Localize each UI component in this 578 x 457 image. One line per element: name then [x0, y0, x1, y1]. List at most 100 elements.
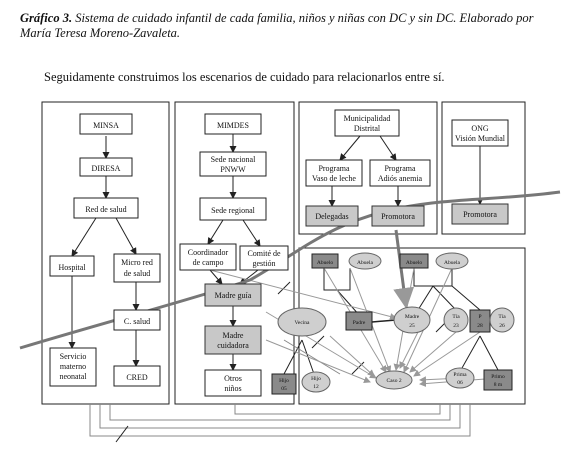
- servicio-label-3: neonatal: [59, 372, 87, 381]
- micro-red-label-1: Micro red: [121, 258, 153, 267]
- adios-anemia-label-2: Adiós anemia: [378, 174, 423, 183]
- adios-anemia-node: [369, 159, 431, 187]
- mimdes-label: MIMDES: [217, 121, 249, 130]
- caso-2-label: Caso 2: [386, 378, 401, 384]
- abuelo-2-label: Abuelo: [406, 260, 422, 266]
- primo-node: [483, 369, 513, 391]
- hospital-label: Hospital: [58, 263, 86, 272]
- hijo-12-label-2: 12: [313, 384, 319, 390]
- tia-23-node: [443, 307, 469, 333]
- comite-label-1: Comité de: [247, 249, 281, 258]
- caso-2-node: [375, 370, 413, 390]
- abuela-2-label: Abuela: [444, 260, 460, 266]
- promotora-ong-label: Promotora: [463, 210, 497, 219]
- prima-node: [445, 367, 475, 389]
- bottom-connectors: [89, 404, 471, 443]
- prima-label-2: 06: [457, 380, 463, 386]
- otros-ninos-label-2: niños: [224, 384, 241, 393]
- ong-node: [451, 119, 509, 147]
- madre-label-2: 25: [409, 323, 415, 329]
- hijo-12-node: [301, 371, 331, 393]
- servicio-node: [49, 347, 97, 387]
- tia-26-label-2: 26: [499, 323, 505, 329]
- figure-caption: Gráfico 3. Sistema de cuidado infantil d…: [20, 11, 565, 41]
- vecina-node: [277, 307, 327, 337]
- cred-node: [113, 365, 161, 387]
- figure-caption-text: Sistema de cuidado infantil de cada fami…: [20, 11, 534, 40]
- sede-regional-label: Sede regional: [211, 206, 256, 215]
- figure-label: Gráfico 3.: [20, 11, 73, 25]
- abuela-1-label: Abuela: [357, 260, 373, 266]
- tia-23-label-1: Tía: [452, 314, 460, 320]
- abuelo-1-node: [311, 253, 339, 269]
- red-salud-label: Red de salud: [85, 205, 126, 214]
- p28-label-2: 28: [477, 323, 483, 329]
- comite-label-2: gestión: [252, 259, 275, 268]
- primo-label-2: 8 m: [494, 382, 503, 388]
- sede-regional-node: [199, 197, 267, 221]
- abuela-2-node: [435, 252, 469, 270]
- madre-cuidadora-node: [204, 325, 262, 355]
- section-municipalidad-frame: [298, 101, 438, 235]
- mimdes-node: [204, 113, 262, 135]
- abuela-1-node: [348, 252, 382, 270]
- primo-label-1: Primo: [491, 374, 505, 380]
- madre-label-1: Madre: [405, 314, 420, 320]
- padre-node: [345, 311, 373, 331]
- municipalidad-label-1: Municipalidad: [344, 114, 391, 123]
- vaso-leche-node: [305, 159, 363, 187]
- hijo-05-label-1: Hijo: [279, 378, 289, 384]
- promotora-ong-node: [451, 203, 509, 225]
- madre-cuidadora-label-1: Madre: [223, 331, 244, 340]
- cred-label: CRED: [126, 373, 148, 382]
- padre-label: Padre: [353, 320, 366, 326]
- section-ong-frame: [441, 101, 526, 235]
- delegadas-node: [305, 205, 359, 227]
- otros-ninos-node: [204, 369, 262, 397]
- ong-label-2: Visión Mundial: [455, 134, 506, 143]
- sede-nacional-label-1: Sede nacional: [211, 155, 256, 164]
- tia-26-node: [489, 307, 515, 333]
- sede-nacional-node: [199, 151, 267, 177]
- promotora-municipal-node: [371, 205, 425, 227]
- madre-guia-label: Madre guía: [215, 291, 252, 300]
- hijo-05-node: [271, 373, 297, 395]
- intro-text: Seguidamente construimos los escenarios …: [44, 70, 445, 84]
- minsa-node: [79, 113, 133, 135]
- coordinador-label-1: Coordinador: [188, 248, 229, 257]
- diresa-node: [79, 157, 133, 177]
- abuelo-1-label: Abuelo: [317, 260, 333, 266]
- section-minsa-frame: [41, 101, 170, 405]
- vaso-leche-label-1: Programa: [318, 164, 350, 173]
- sede-nacional-label-2: PNWW: [220, 165, 246, 174]
- coordinador-node: [179, 243, 237, 271]
- otros-ninos-label-1: Otros: [224, 374, 242, 383]
- tia-26-label-1: Tía: [498, 314, 506, 320]
- coordinador-label-2: de campo: [193, 258, 224, 267]
- red-salud-node: [73, 197, 139, 219]
- servicio-label-2: materno: [60, 362, 86, 371]
- hospital-node: [49, 255, 95, 277]
- micro-red-label-2: de salud: [124, 269, 150, 278]
- c-salud-node: [113, 309, 161, 331]
- madre-cuidadora-label-2: cuidadora: [217, 341, 249, 350]
- minsa-label: MINSA: [93, 121, 119, 130]
- municipalidad-label-2: Distrital: [354, 124, 381, 133]
- municipalidad-node: [334, 109, 400, 137]
- p28-label-1: P: [478, 314, 481, 320]
- servicio-label-1: Servicio: [60, 352, 87, 361]
- vecina-label: Vecina: [295, 320, 311, 326]
- abuelo-2-node: [399, 253, 429, 269]
- promotora-municipal-label: Promotora: [381, 212, 415, 221]
- comite-node: [239, 245, 289, 271]
- madre-guia-node: [204, 283, 262, 307]
- hijo-12-label-1: Hijo: [311, 376, 321, 382]
- madre-node: [393, 306, 431, 334]
- diresa-label: DIRESA: [92, 164, 121, 173]
- ong-label-1: ONG: [471, 124, 489, 133]
- adios-anemia-label-1: Programa: [384, 164, 416, 173]
- micro-red-node: [113, 253, 161, 283]
- tia-23-label-2: 23: [453, 323, 459, 329]
- delegadas-label: Delegadas: [315, 212, 348, 221]
